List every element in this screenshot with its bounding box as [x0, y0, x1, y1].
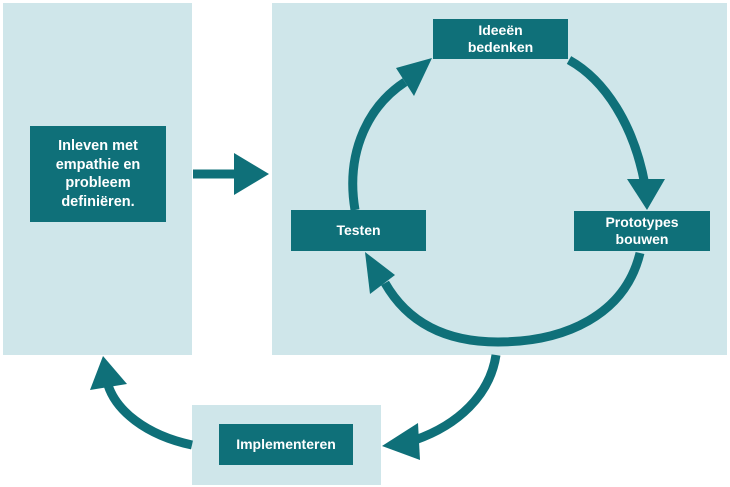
arrowhead-to-test [365, 252, 395, 294]
step-prototype-line-2: bouwen [615, 231, 669, 247]
step-empathy-line-4: definiëren. [61, 193, 135, 210]
step-empathy-text: Inleven met empathie en probleem definië… [56, 137, 141, 211]
step-test: Testen [291, 210, 426, 251]
step-prototype-text: Prototypes bouwen [605, 214, 678, 248]
step-test-label: Testen [336, 222, 381, 238]
step-prototype-line-1: Prototypes [605, 214, 679, 230]
step-ideas-line-1: Ideeën [478, 22, 523, 38]
step-implement: Implementeren [219, 424, 353, 465]
arc-ideas-to-prototype [566, 56, 650, 186]
step-empathy-line-2: empathie en [55, 156, 141, 173]
step-implement-label: Implementeren [236, 436, 336, 452]
step-ideas-text: Ideeën bedenken [468, 22, 533, 56]
step-ideas-line-2: bedenken [467, 39, 534, 55]
step-empathy-line-1: Inleven met [58, 138, 138, 154]
arrowhead-to-cycle [234, 153, 269, 195]
step-empathy-line-3: probleem [65, 175, 131, 191]
arc-test-to-ideas [348, 78, 408, 211]
arrowhead-to-prototype [627, 179, 665, 210]
step-build-prototypes: Prototypes bouwen [574, 211, 710, 251]
step-generate-ideas: Ideeën bedenken [433, 19, 568, 59]
arc-prototype-to-test [381, 251, 645, 347]
step-empathy-define: Inleven met empathie en probleem definië… [30, 126, 166, 222]
arrowhead-to-empathy [90, 356, 127, 390]
arc-implement-to-empathy [103, 383, 193, 450]
arc-cycle-to-implement [413, 354, 501, 445]
arrowhead-to-ideas [396, 58, 432, 96]
arrowhead-to-implement [382, 423, 420, 460]
